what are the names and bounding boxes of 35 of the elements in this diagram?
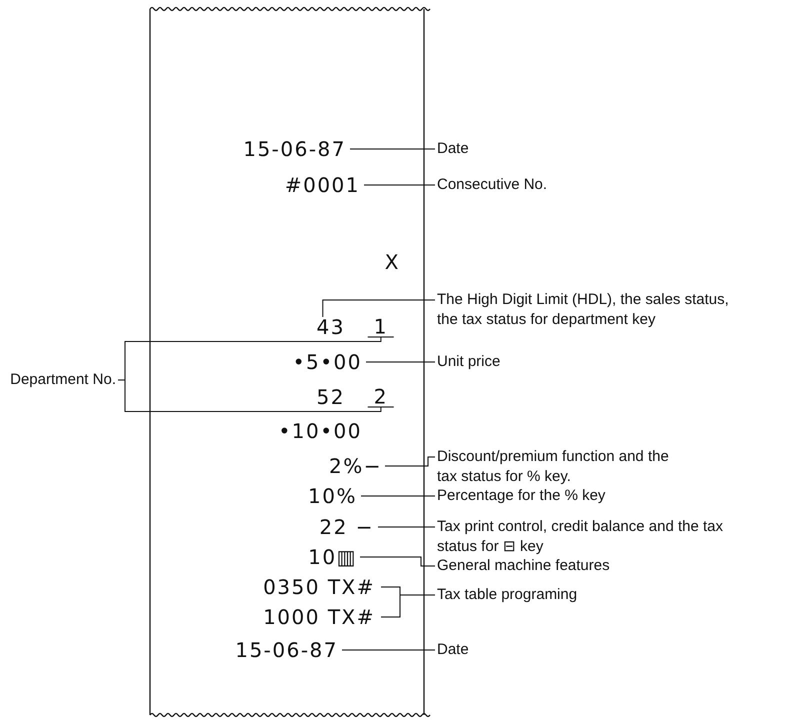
callout-text: Unit price — [437, 352, 587, 372]
printed-line: 22 − — [319, 515, 374, 539]
printed-line: •5•00 — [292, 350, 362, 374]
callout-text: Date — [437, 139, 557, 159]
leader-line — [384, 456, 436, 466]
printed-line: 10% — [308, 484, 357, 508]
callout-text: Consecutive No. — [437, 175, 597, 195]
leader-line — [322, 300, 436, 318]
printed-line: 1 — [368, 316, 394, 338]
callout-text: Date — [437, 640, 537, 660]
callout-text: Discount/premium function and the tax status for % key. — [437, 447, 687, 487]
printed-line: 43 — [316, 315, 345, 339]
printed-line: 52 — [316, 385, 345, 409]
printed-line: •10•00 — [278, 419, 362, 443]
leader-line — [118, 380, 382, 412]
printed-line: 15-06-87 — [243, 137, 346, 161]
printed-line: 0350 TX# — [263, 575, 375, 599]
leader-line — [350, 148, 436, 150]
callout-text: The High Digit Limit (HDL), the sales status, the tax status for department key — [437, 290, 737, 330]
printed-line: #0001 — [284, 173, 360, 197]
printed-line: 1000 TX# — [263, 605, 375, 629]
printed-line: X — [384, 250, 400, 274]
printed-line: 10▥ — [308, 545, 357, 569]
printed-line: 2%− — [329, 454, 382, 478]
callout-text: Percentage for the % key — [437, 486, 687, 506]
printed-line: 15-06-87 — [235, 638, 338, 662]
callout-text: Tax print control, credit balance and the tax status for ⊟ key — [437, 517, 737, 557]
leader-line — [378, 526, 436, 528]
printed-line: 2 — [368, 386, 394, 408]
callout-text: Tax table programing — [437, 585, 637, 605]
callout-text: General machine features — [437, 556, 687, 576]
leader-line — [364, 184, 436, 186]
callout-text: Department No. — [4, 370, 116, 390]
leader-line — [360, 556, 436, 566]
leader-line — [380, 594, 436, 618]
